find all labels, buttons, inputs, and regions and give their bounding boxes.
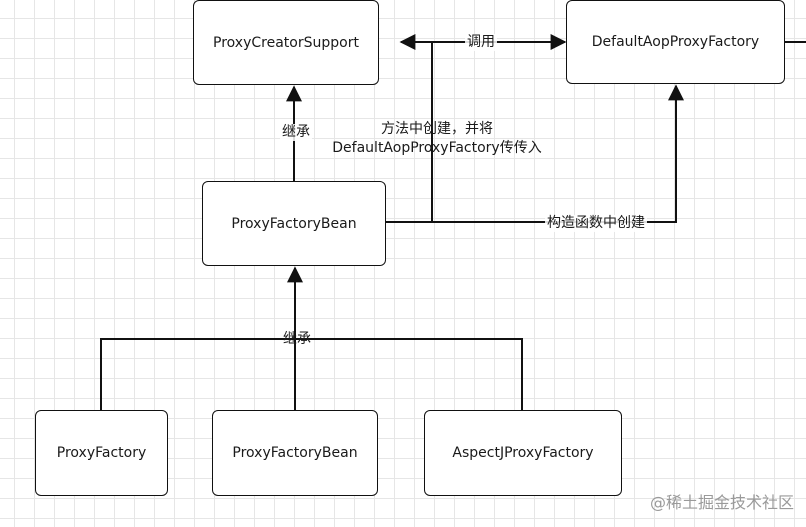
node-label: ProxyFactoryBean [232,445,358,461]
edge-label-inherit-top: 继承 [280,124,312,141]
edge-label-inherit-bottom: 继承 [283,331,311,347]
node-label: AspectJProxyFactory [452,445,594,461]
node-proxy-factory[interactable]: ProxyFactory [35,410,168,496]
node-aspectj-proxy-factory[interactable]: AspectJProxyFactory [424,410,622,496]
edge-label-create-in-method: 方法中创建，并将 DefaultAopProxyFactory传传入 [318,120,556,158]
node-default-aop-proxy-factory[interactable]: DefaultAopProxyFactory [566,0,785,84]
watermark: @稀土掘金技术社区 [649,493,794,512]
edge-label-create-in-constructor: 构造函数中创建 [545,215,647,232]
create-in-method-edge [386,34,433,223]
node-label: ProxyCreatorSupport [213,34,359,51]
node-proxy-factory-bean-mid[interactable]: ProxyFactoryBean [202,181,386,266]
edge-label-line: 方法中创建，并将 [381,121,493,137]
node-proxy-factory-bean-bottom[interactable]: ProxyFactoryBean [212,410,378,496]
edge-label-line: DefaultAopProxyFactory传传入 [332,140,542,156]
create-in-constructor-edge [432,84,684,223]
node-label: ProxyFactoryBean [231,215,357,232]
node-proxy-creator-support[interactable]: ProxyCreatorSupport [193,0,379,85]
edge-label-call: 调用 [465,34,497,51]
node-label: ProxyFactory [56,445,147,461]
node-label: DefaultAopProxyFactory [591,34,760,50]
inherit-edge-bottom-bar [100,338,523,410]
